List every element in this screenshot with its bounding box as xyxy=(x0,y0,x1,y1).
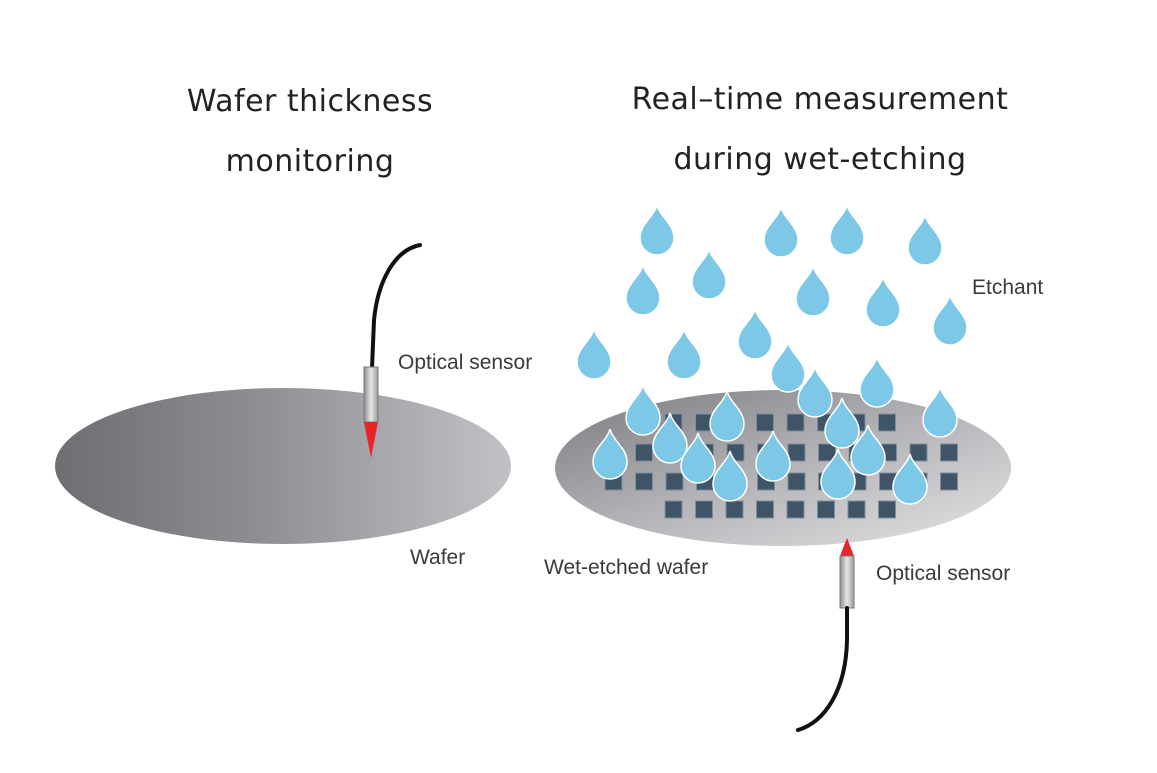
etchant-droplet xyxy=(820,448,856,500)
die-square xyxy=(909,443,928,462)
etchant-droplet xyxy=(755,430,791,482)
die-square xyxy=(635,472,653,491)
die-square xyxy=(786,413,805,432)
left-title: Wafer thickness monitoring xyxy=(140,72,480,192)
die-square xyxy=(847,500,866,519)
right-sensor-cable xyxy=(796,606,849,732)
die-square xyxy=(665,472,684,491)
die-square xyxy=(818,443,836,462)
etchant-droplet xyxy=(850,424,886,476)
die-square xyxy=(817,500,835,519)
etchant-droplet xyxy=(824,397,860,449)
die-square xyxy=(756,500,774,519)
left-wafer-label: Wafer xyxy=(410,546,466,569)
left-title-line1: Wafer thickness xyxy=(186,84,434,119)
left-sensor-body xyxy=(363,366,379,423)
left-sensor-tip xyxy=(364,422,378,458)
etchant-droplet xyxy=(829,204,865,256)
etchant-droplet xyxy=(680,432,716,484)
etchant-droplet xyxy=(770,341,806,393)
etchant-droplet xyxy=(865,276,901,328)
etchant-droplet xyxy=(922,386,958,438)
right-sensor-label: Optical sensor xyxy=(876,562,1011,585)
etchant-droplet xyxy=(652,412,688,464)
right-wafer-label: Wet-etched wafer xyxy=(544,556,709,579)
etchant-droplet xyxy=(737,308,773,360)
die-square xyxy=(940,443,958,462)
etchant-droplet xyxy=(932,294,968,346)
etchant-droplet xyxy=(795,265,831,317)
die-square xyxy=(878,500,896,519)
die-square xyxy=(635,443,653,462)
etchant-droplet xyxy=(639,204,675,256)
etchant-droplet xyxy=(763,206,799,258)
etchant-droplets xyxy=(576,204,968,505)
die-square xyxy=(940,472,958,491)
right-title-line1: Real–time measurement xyxy=(631,82,1009,117)
etchant-droplet xyxy=(859,356,895,408)
etchant-droplet xyxy=(592,428,628,480)
left-wafer xyxy=(55,388,511,544)
die-square xyxy=(725,500,744,519)
right-sensor-body xyxy=(839,555,855,609)
etchant-droplet xyxy=(666,328,702,380)
etchant-droplet xyxy=(712,450,748,502)
etchant-label: Etchant xyxy=(972,276,1044,299)
right-title: Real–time measurement during wet-etching xyxy=(600,70,1040,190)
etchant-droplet xyxy=(797,366,833,418)
right-title-line2: during wet-etching xyxy=(673,142,967,177)
right-sensor-tip xyxy=(840,538,854,556)
die-square xyxy=(756,413,774,432)
die-square xyxy=(787,472,806,491)
etchant-droplet xyxy=(907,214,943,266)
etchant-droplet xyxy=(625,384,661,436)
etchant-droplet xyxy=(892,453,928,505)
die-square xyxy=(786,500,805,519)
left-sensor-label: Optical sensor xyxy=(398,351,533,374)
die-square xyxy=(878,413,896,432)
etchant-droplet xyxy=(691,248,727,300)
left-sensor-cable xyxy=(370,243,422,370)
etchant-droplet xyxy=(576,328,612,380)
etchant-droplet xyxy=(709,390,745,442)
die-square xyxy=(787,443,806,462)
etchant-droplet xyxy=(625,264,661,316)
left-title-line2: monitoring xyxy=(225,144,395,179)
die-square xyxy=(695,500,713,519)
die-square xyxy=(664,500,683,519)
